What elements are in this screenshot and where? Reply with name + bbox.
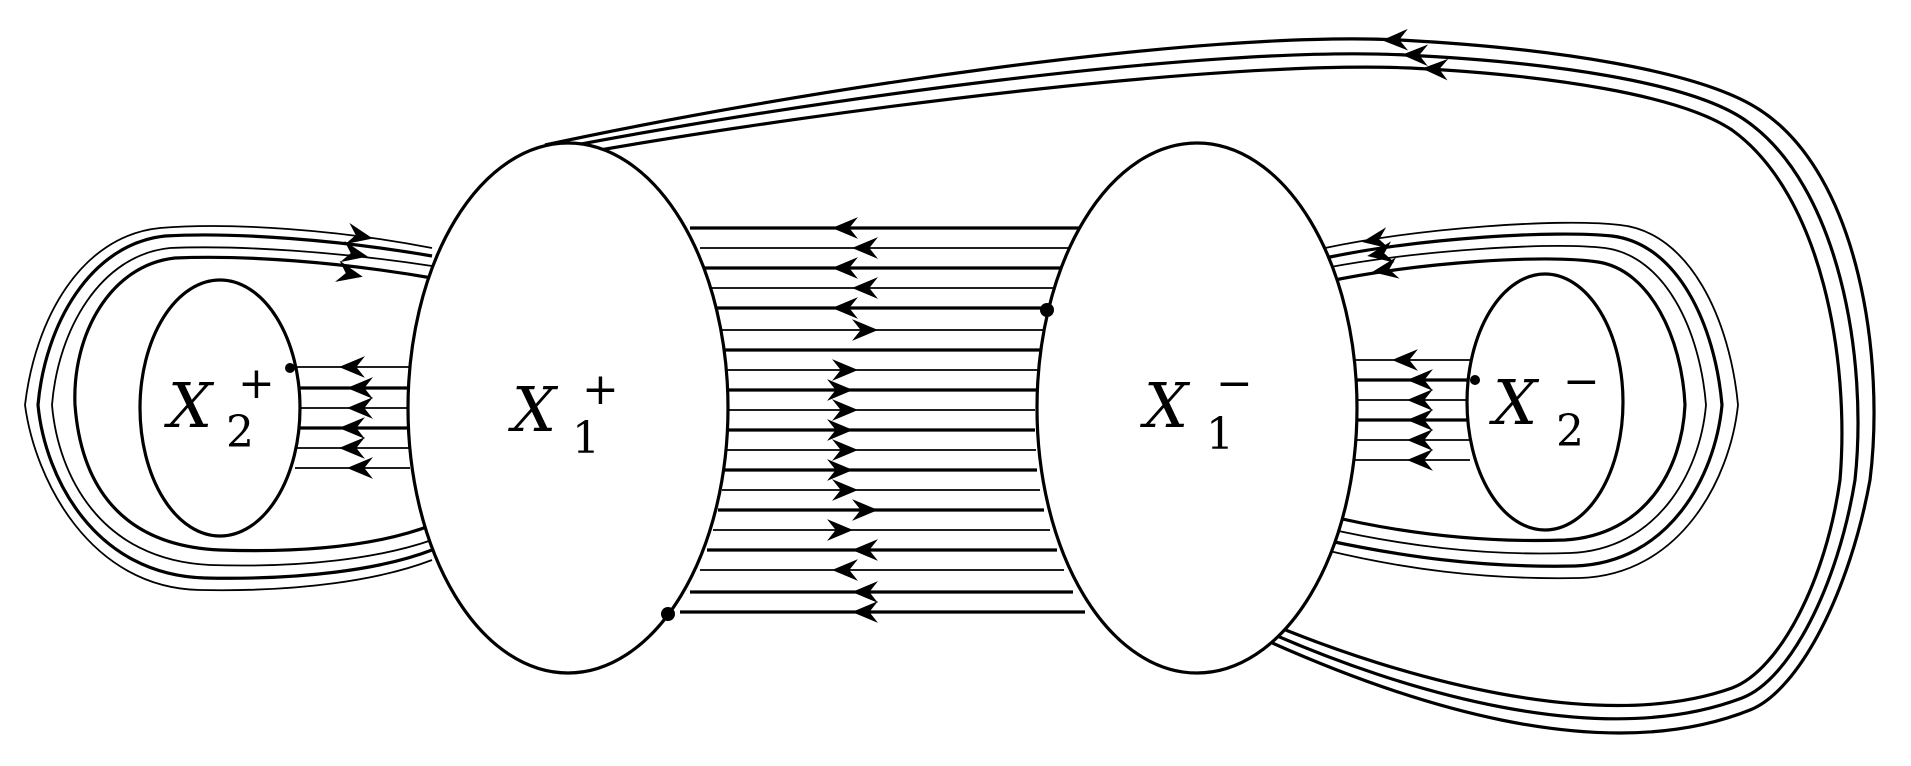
label-x1-plus-sup: + (582, 364, 619, 415)
left-outer-loops (24, 225, 433, 592)
big-outer-loops (544, 37, 1876, 735)
right-short-flow-lines (1355, 359, 1470, 461)
label-x2-plus-sub: 2 (226, 407, 254, 458)
label-x1-plus-sub: 1 (572, 413, 600, 464)
label-x1-minus: X − 1 (1140, 358, 1253, 460)
left-loop-3 (51, 246, 433, 567)
label-x2-minus-sup: − (1563, 356, 1600, 407)
regions (138, 141, 1625, 675)
left-short-flow-arrows (339, 356, 373, 479)
right-loop-arrows (1350, 227, 1410, 279)
marked-points (285, 303, 1480, 621)
label-x2-minus-sub: 2 (1556, 406, 1584, 457)
point-x2-minus (1470, 375, 1480, 385)
point-x2-plus (285, 363, 295, 373)
point-x1-minus (1040, 303, 1054, 317)
left-loop-arrows (335, 222, 373, 282)
label-x2-plus-letter: X (164, 369, 215, 442)
right-short-flow-arrows (1392, 349, 1433, 471)
region-x1-plus (406, 141, 730, 675)
left-loop-1 (24, 225, 433, 592)
label-x1-plus-letter: X (508, 373, 559, 446)
left-loop-2 (36, 233, 433, 580)
central-flow-arrows (827, 217, 878, 623)
big-outer-loop-arrows (1370, 28, 1460, 81)
central-flow-lines (680, 226, 1085, 614)
left-short-flow-lines (295, 366, 410, 469)
point-x1-plus (661, 607, 675, 621)
label-x2-minus: X − 2 (1489, 356, 1600, 457)
label-x1-minus-letter: X (1140, 369, 1191, 442)
label-x1-plus: X + 1 (508, 364, 619, 464)
label-x1-minus-sup: − (1216, 358, 1253, 409)
left-loop-4 (73, 255, 433, 553)
label-x1-minus-sub: 1 (1206, 409, 1234, 460)
right-outer-loops (1324, 221, 1739, 580)
label-x2-minus-letter: X (1489, 366, 1540, 439)
region-x2-plus (138, 278, 302, 538)
region-x1-minus (1035, 141, 1359, 675)
label-x2-plus-sup: + (238, 358, 275, 409)
region-x2-minus (1465, 272, 1625, 532)
label-x2-plus: X + 2 (164, 358, 275, 458)
